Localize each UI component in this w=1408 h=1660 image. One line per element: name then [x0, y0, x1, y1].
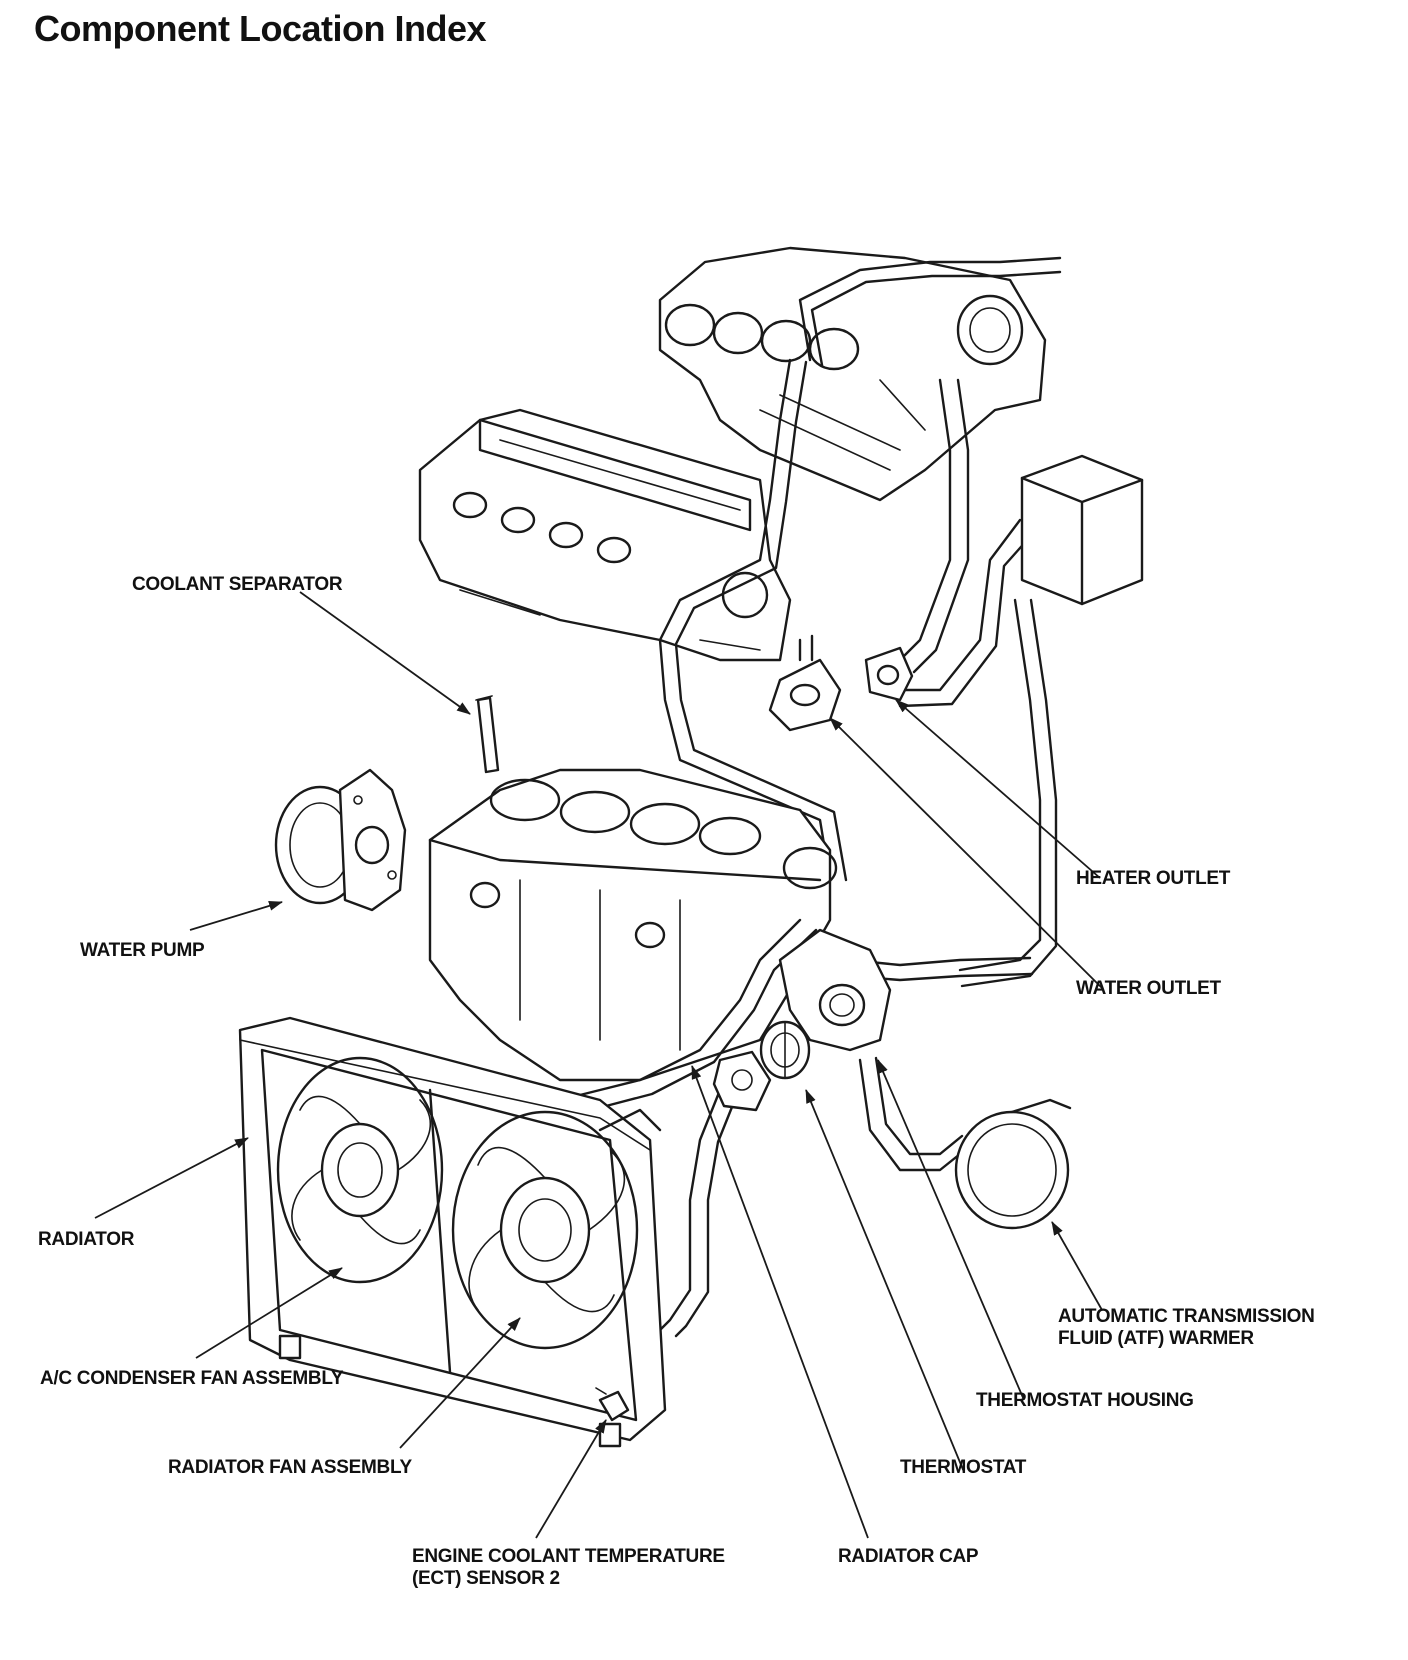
thermostat-housing-drawing — [778, 928, 892, 1052]
radiator-cap-drawing — [712, 1050, 772, 1112]
leader-coolant-separator — [299, 591, 471, 715]
label-radiator-fan-assembly-line-1: RADIATOR FAN ASSEMBLY — [168, 1457, 412, 1478]
label-water-outlet-line-1: WATER OUTLET — [1076, 978, 1221, 999]
label-atf-warmer-line-2: FLUID (ATF) WARMER — [1058, 1328, 1254, 1349]
label-radiator-fan-assembly: RADIATOR FAN ASSEMBLY — [168, 1457, 412, 1479]
heater-core-drawing — [1020, 454, 1144, 606]
coolant-separator-drawing — [475, 695, 500, 774]
label-thermostat-line-1: THERMOSTAT — [900, 1457, 1027, 1478]
label-ac-condenser-fan-assembly: A/C CONDENSER FAN ASSEMBLY — [40, 1368, 344, 1390]
label-heater-outlet-line-1: HEATER OUTLET — [1076, 868, 1231, 889]
label-thermostat-housing-line-1: THERMOSTAT HOUSING — [976, 1390, 1194, 1411]
leader-radiator — [94, 1137, 249, 1219]
label-water-outlet: WATER OUTLET — [1076, 978, 1221, 1000]
radiator-fan-drawing — [451, 1110, 639, 1350]
water-outlet-fitting-drawing — [768, 634, 842, 732]
leader-ect-sensor-2 — [535, 1419, 607, 1539]
thermostat-drawing — [759, 1020, 811, 1080]
intake-manifold-drawing — [658, 246, 1047, 502]
callout-leaders — [94, 591, 1103, 1539]
leader-water-outlet — [829, 717, 1103, 989]
label-water-pump-line-1: WATER PUMP — [80, 940, 205, 961]
leader-heater-outlet — [895, 699, 1101, 879]
label-thermostat: THERMOSTAT — [900, 1457, 1026, 1479]
label-atf-warmer: AUTOMATIC TRANSMISSION FLUID (ATF) WARME… — [1058, 1306, 1315, 1350]
label-ac-condenser-fan-assembly-line-1: A/C CONDENSER FAN ASSEMBLY — [40, 1368, 344, 1389]
label-radiator-line-1: RADIATOR — [38, 1229, 135, 1250]
leader-water-pump — [189, 901, 283, 931]
leader-radiator-cap — [691, 1065, 869, 1539]
leader-atf-warmer — [1051, 1221, 1103, 1311]
leader-thermostat — [805, 1089, 965, 1473]
label-ect-sensor-2-line-2: (ECT) SENSOR 2 — [412, 1568, 560, 1589]
label-ect-sensor-2: ENGINE COOLANT TEMPERATURE (ECT) SENSOR … — [412, 1546, 725, 1590]
label-radiator-cap: RADIATOR CAP — [838, 1546, 979, 1568]
label-water-pump: WATER PUMP — [80, 940, 205, 962]
ect-sensor-2-drawing — [595, 1387, 630, 1422]
leader-ac-condenser-fan — [195, 1267, 343, 1359]
label-ect-sensor-2-line-1: ENGINE COOLANT TEMPERATURE — [412, 1546, 725, 1567]
label-radiator: RADIATOR — [38, 1229, 134, 1251]
label-coolant-separator: COOLANT SEPARATOR — [132, 574, 343, 596]
label-thermostat-housing: THERMOSTAT HOUSING — [976, 1390, 1194, 1412]
water-pump-drawing — [274, 768, 407, 912]
leader-radiator-fan — [399, 1317, 521, 1449]
label-atf-warmer-line-1: AUTOMATIC TRANSMISSION — [1058, 1306, 1315, 1327]
page-title: Component Location Index — [34, 8, 487, 49]
cylinder-head-drawing — [418, 408, 792, 662]
label-heater-outlet: HEATER OUTLET — [1076, 868, 1230, 890]
heater-outlet-fitting-drawing — [864, 646, 914, 702]
engine-block-drawing — [428, 768, 838, 1082]
label-radiator-cap-line-1: RADIATOR CAP — [838, 1546, 979, 1567]
ac-condenser-fan-drawing — [276, 1056, 444, 1284]
leader-thermostat-housing — [877, 1059, 1025, 1401]
label-coolant-separator-line-1: COOLANT SEPARATOR — [132, 574, 343, 595]
atf-warmer-drawing — [954, 1098, 1072, 1230]
